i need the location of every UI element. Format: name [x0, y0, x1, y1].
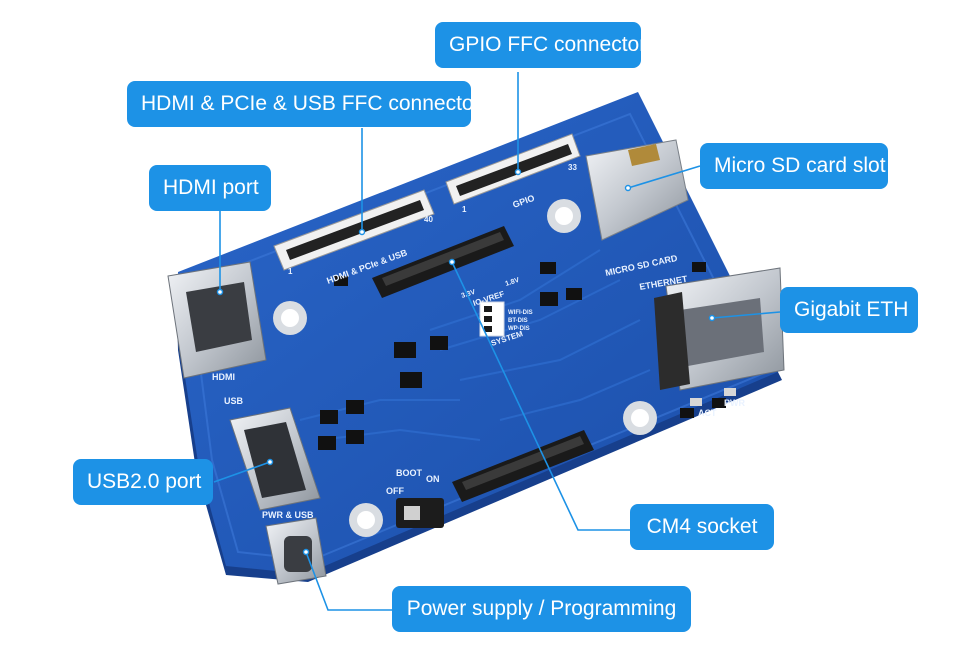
silk-pin-1-left: 1	[288, 267, 293, 276]
leader-cm4-socket	[451, 261, 632, 531]
mounting-holes	[273, 199, 657, 537]
callout-gpio-ffc-connector: GPIO FFC connector	[435, 22, 646, 68]
silk-pin-33: 33	[568, 163, 577, 172]
silk-bt-dis: BT-DIS	[508, 318, 528, 324]
callout-usb2-port: USB2.0 port	[73, 459, 213, 505]
silk-wp-dis: WP-DIS	[508, 326, 530, 332]
leader-lines	[213, 72, 781, 611]
callout-cm4-socket: CM4 socket	[630, 504, 774, 550]
gpio-ffc-connector	[445, 133, 581, 205]
silk-hdmi: HDMI	[212, 372, 235, 382]
callout-gigabit-eth: Gigabit ETH	[780, 287, 918, 333]
cm4-socket-bottom	[452, 430, 594, 502]
leader-dots	[216, 168, 716, 556]
silk-pwr: PWR	[724, 398, 745, 408]
silk-act: ACT	[698, 408, 717, 418]
callout-power-supply-programming: Power supply / Programming	[392, 586, 691, 632]
silk-off: OFF	[386, 486, 404, 496]
hdmi-pcie-usb-ffc-connector	[273, 189, 435, 271]
leader-power	[305, 551, 394, 611]
silk-boot: BOOT	[396, 468, 423, 478]
silk-1v8: 1.8V	[504, 277, 520, 288]
callout-hdmi-port: HDMI port	[149, 165, 271, 211]
boot-switch	[396, 498, 444, 528]
cm4-socket-top	[372, 226, 514, 298]
leader-gigabit-eth	[711, 311, 781, 319]
smd-components	[318, 262, 726, 450]
silk-pin-40: 40	[424, 215, 433, 224]
leader-usb2	[213, 461, 271, 483]
callout-hdmi-pcie-usb-ffc-connector: HDMI & PCIe & USB FFC connector	[127, 81, 481, 127]
usb-a-port	[229, 407, 321, 511]
hdmi-port	[167, 261, 267, 379]
ethernet-jack	[654, 267, 785, 406]
silk-on: ON	[426, 474, 440, 484]
micro-sd-slot	[585, 139, 689, 241]
silk-wifi-dis: WIFI-DIS	[508, 310, 533, 316]
callout-micro-sd-card-slot: Micro SD card slot	[700, 143, 888, 189]
silk-3v3: 3.3V	[460, 289, 476, 300]
silk-pwr-usb: PWR & USB	[262, 510, 314, 520]
silk-pin-1-right: 1	[462, 205, 467, 214]
usb-c-port	[265, 517, 327, 585]
leader-micro-sd	[627, 165, 701, 189]
silk-usb: USB	[224, 396, 244, 406]
